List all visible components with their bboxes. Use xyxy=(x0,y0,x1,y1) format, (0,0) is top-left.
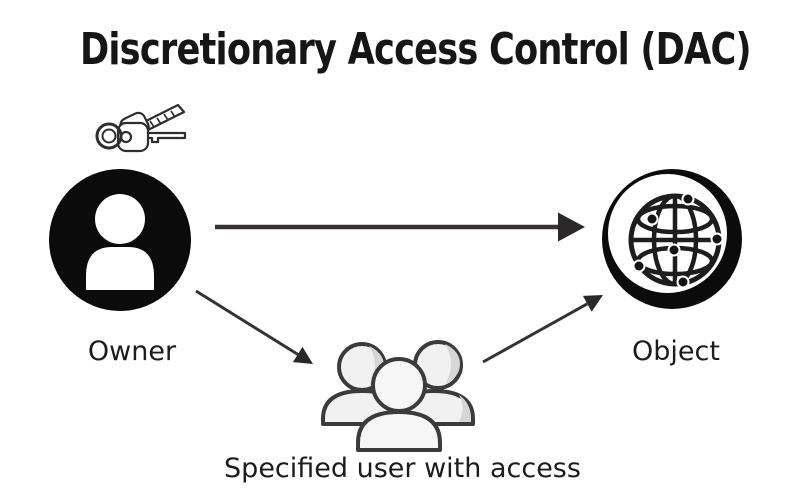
user-group-icon xyxy=(313,333,483,455)
owner-label: Owner xyxy=(87,336,177,367)
keys-icon xyxy=(88,100,188,158)
globe-network-icon xyxy=(597,162,747,314)
object-label: Object xyxy=(632,336,720,367)
page-title: Discretionary Access Control (DAC) xyxy=(80,24,752,75)
arrow-specified-users-to-object xyxy=(482,295,603,364)
person-circle-icon xyxy=(45,164,195,316)
arrow-owner-to-object xyxy=(215,212,585,242)
specified-user-label: Specified user with access xyxy=(224,453,581,484)
arrow-owner-to-specified-users xyxy=(195,289,313,364)
